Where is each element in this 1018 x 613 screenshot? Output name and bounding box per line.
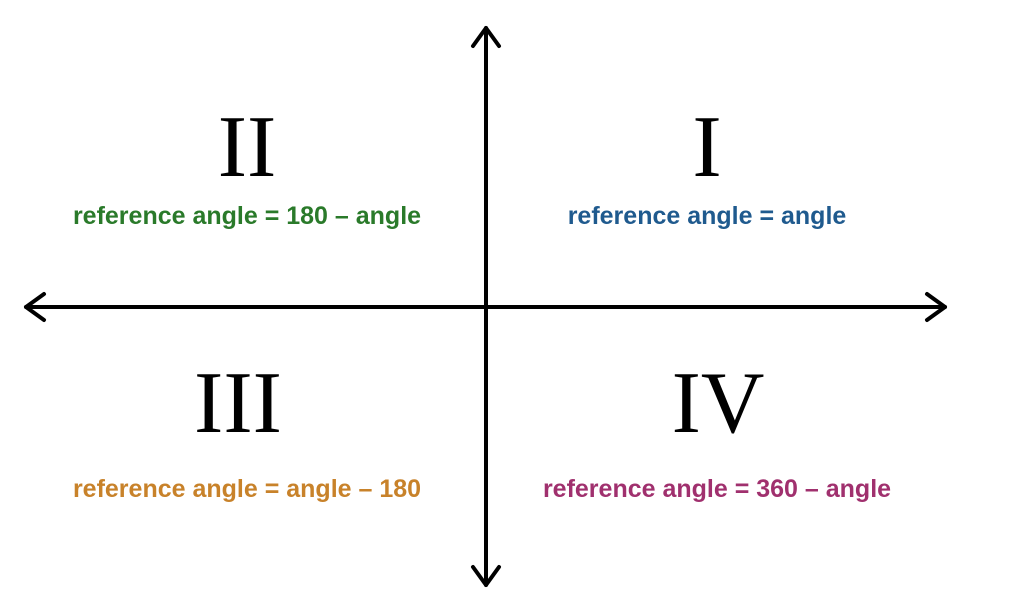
quadrant-iii-numeral: III [194, 355, 282, 452]
quadrant-ii-formula: reference angle = 180 – angle [72, 202, 422, 230]
quadrant-iii-formula: reference angle = angle – 180 [72, 475, 422, 503]
quadrant-iv-formula: reference angle = 360 – angle [542, 475, 892, 503]
y-axis-bottom-arrowhead [471, 565, 501, 587]
y-axis-top-arrowhead [471, 26, 501, 48]
quadrant-iv-numeral: IV [671, 355, 765, 452]
x-axis-right-arrowhead [925, 292, 947, 322]
quadrant-i-numeral: I [692, 99, 722, 196]
quadrant-i-formula: reference angle = angle [567, 202, 847, 230]
x-axis-left-arrowhead [24, 292, 46, 322]
quadrant-ii-numeral: II [217, 99, 277, 196]
